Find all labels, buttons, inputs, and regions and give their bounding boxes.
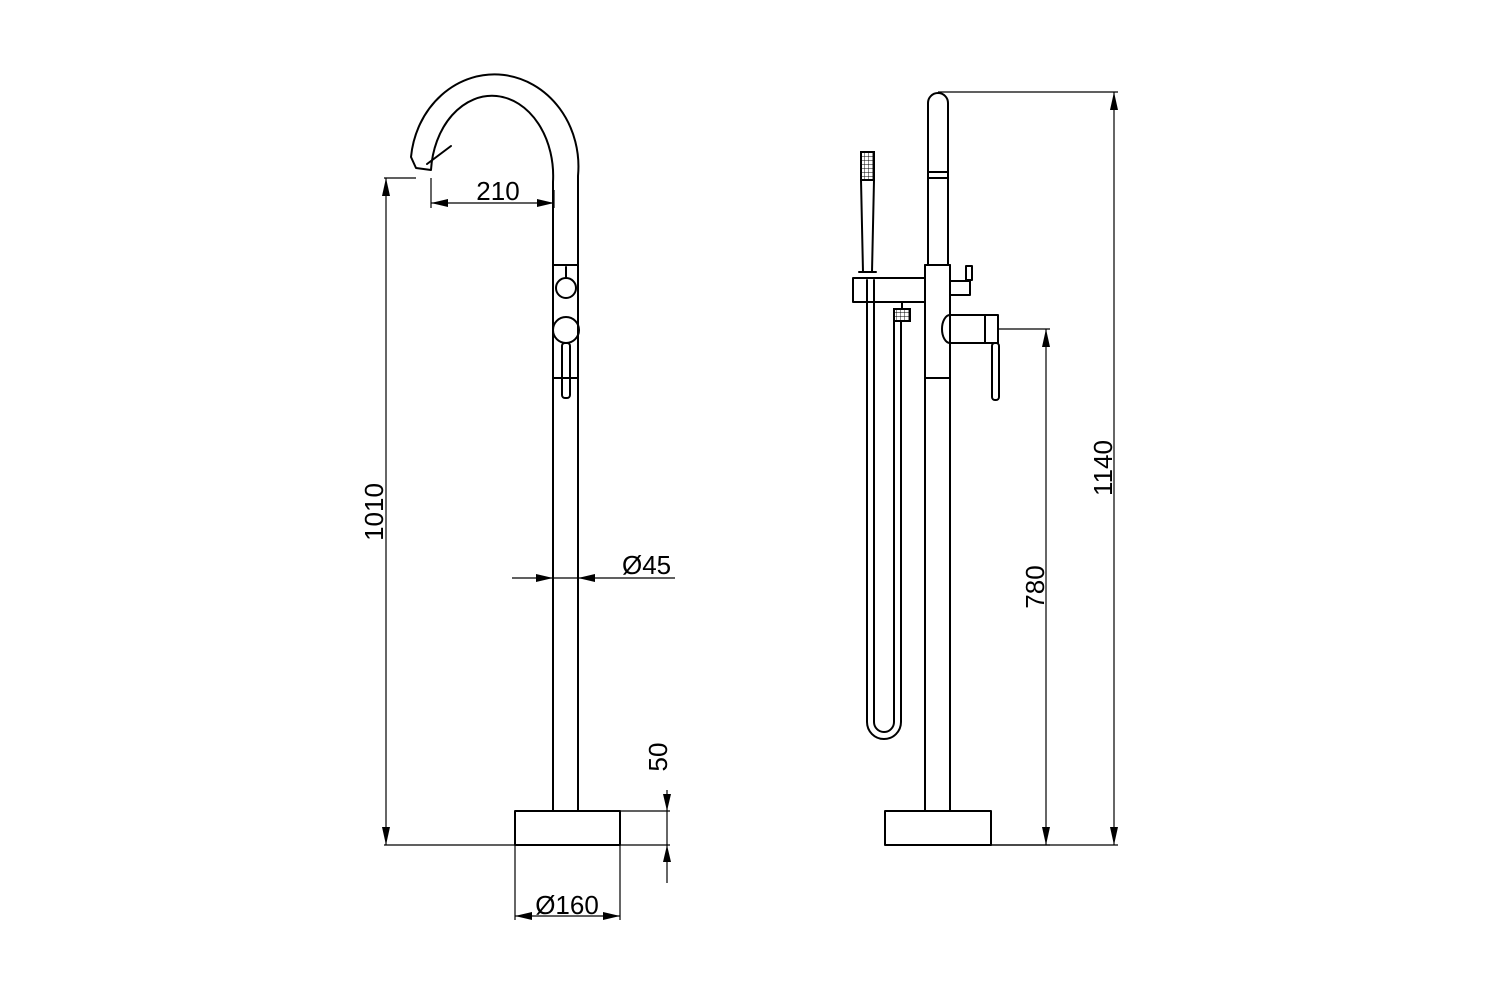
front-base <box>514 810 621 846</box>
base-height-label: 50 <box>643 743 673 772</box>
side-body-pipe <box>924 264 951 812</box>
front-lever-hub <box>552 316 580 344</box>
spout-reach-label: 210 <box>476 176 519 206</box>
side-lever-cap <box>984 314 999 344</box>
overall-height-front-label: 1010 <box>359 483 389 541</box>
pipe-diameter-label: Ø45 <box>622 550 671 580</box>
overall-height-side-label: 1140 <box>1088 440 1118 496</box>
side-spout-tube <box>927 92 949 266</box>
side-hose-outlet <box>893 308 911 322</box>
side-cradle-block <box>852 277 926 303</box>
front-spout <box>410 73 580 266</box>
side-handshower-head <box>860 151 875 181</box>
side-lever-handle <box>991 342 1000 401</box>
front-dimensions: 210 1010 Ø45 50 Ø160 <box>359 176 675 920</box>
side-dimensions: 780 1140 <box>938 91 1118 846</box>
base-diameter-label: Ø160 <box>535 890 599 920</box>
side-lever-hub <box>941 314 986 344</box>
front-lever-handle <box>561 342 571 399</box>
side-diverter-cap <box>965 265 973 281</box>
side-handshower-handle <box>860 179 875 273</box>
front-body-pipe <box>552 264 579 812</box>
side-spout-band <box>927 171 949 179</box>
front-diverter-knob <box>555 277 577 299</box>
front-spout-joint <box>426 145 452 165</box>
side-hose <box>866 279 902 740</box>
side-view <box>852 92 1000 846</box>
side-diverter-knob <box>949 280 971 296</box>
front-view <box>410 73 621 846</box>
side-base <box>884 810 992 846</box>
handle-height-label: 780 <box>1020 565 1050 608</box>
